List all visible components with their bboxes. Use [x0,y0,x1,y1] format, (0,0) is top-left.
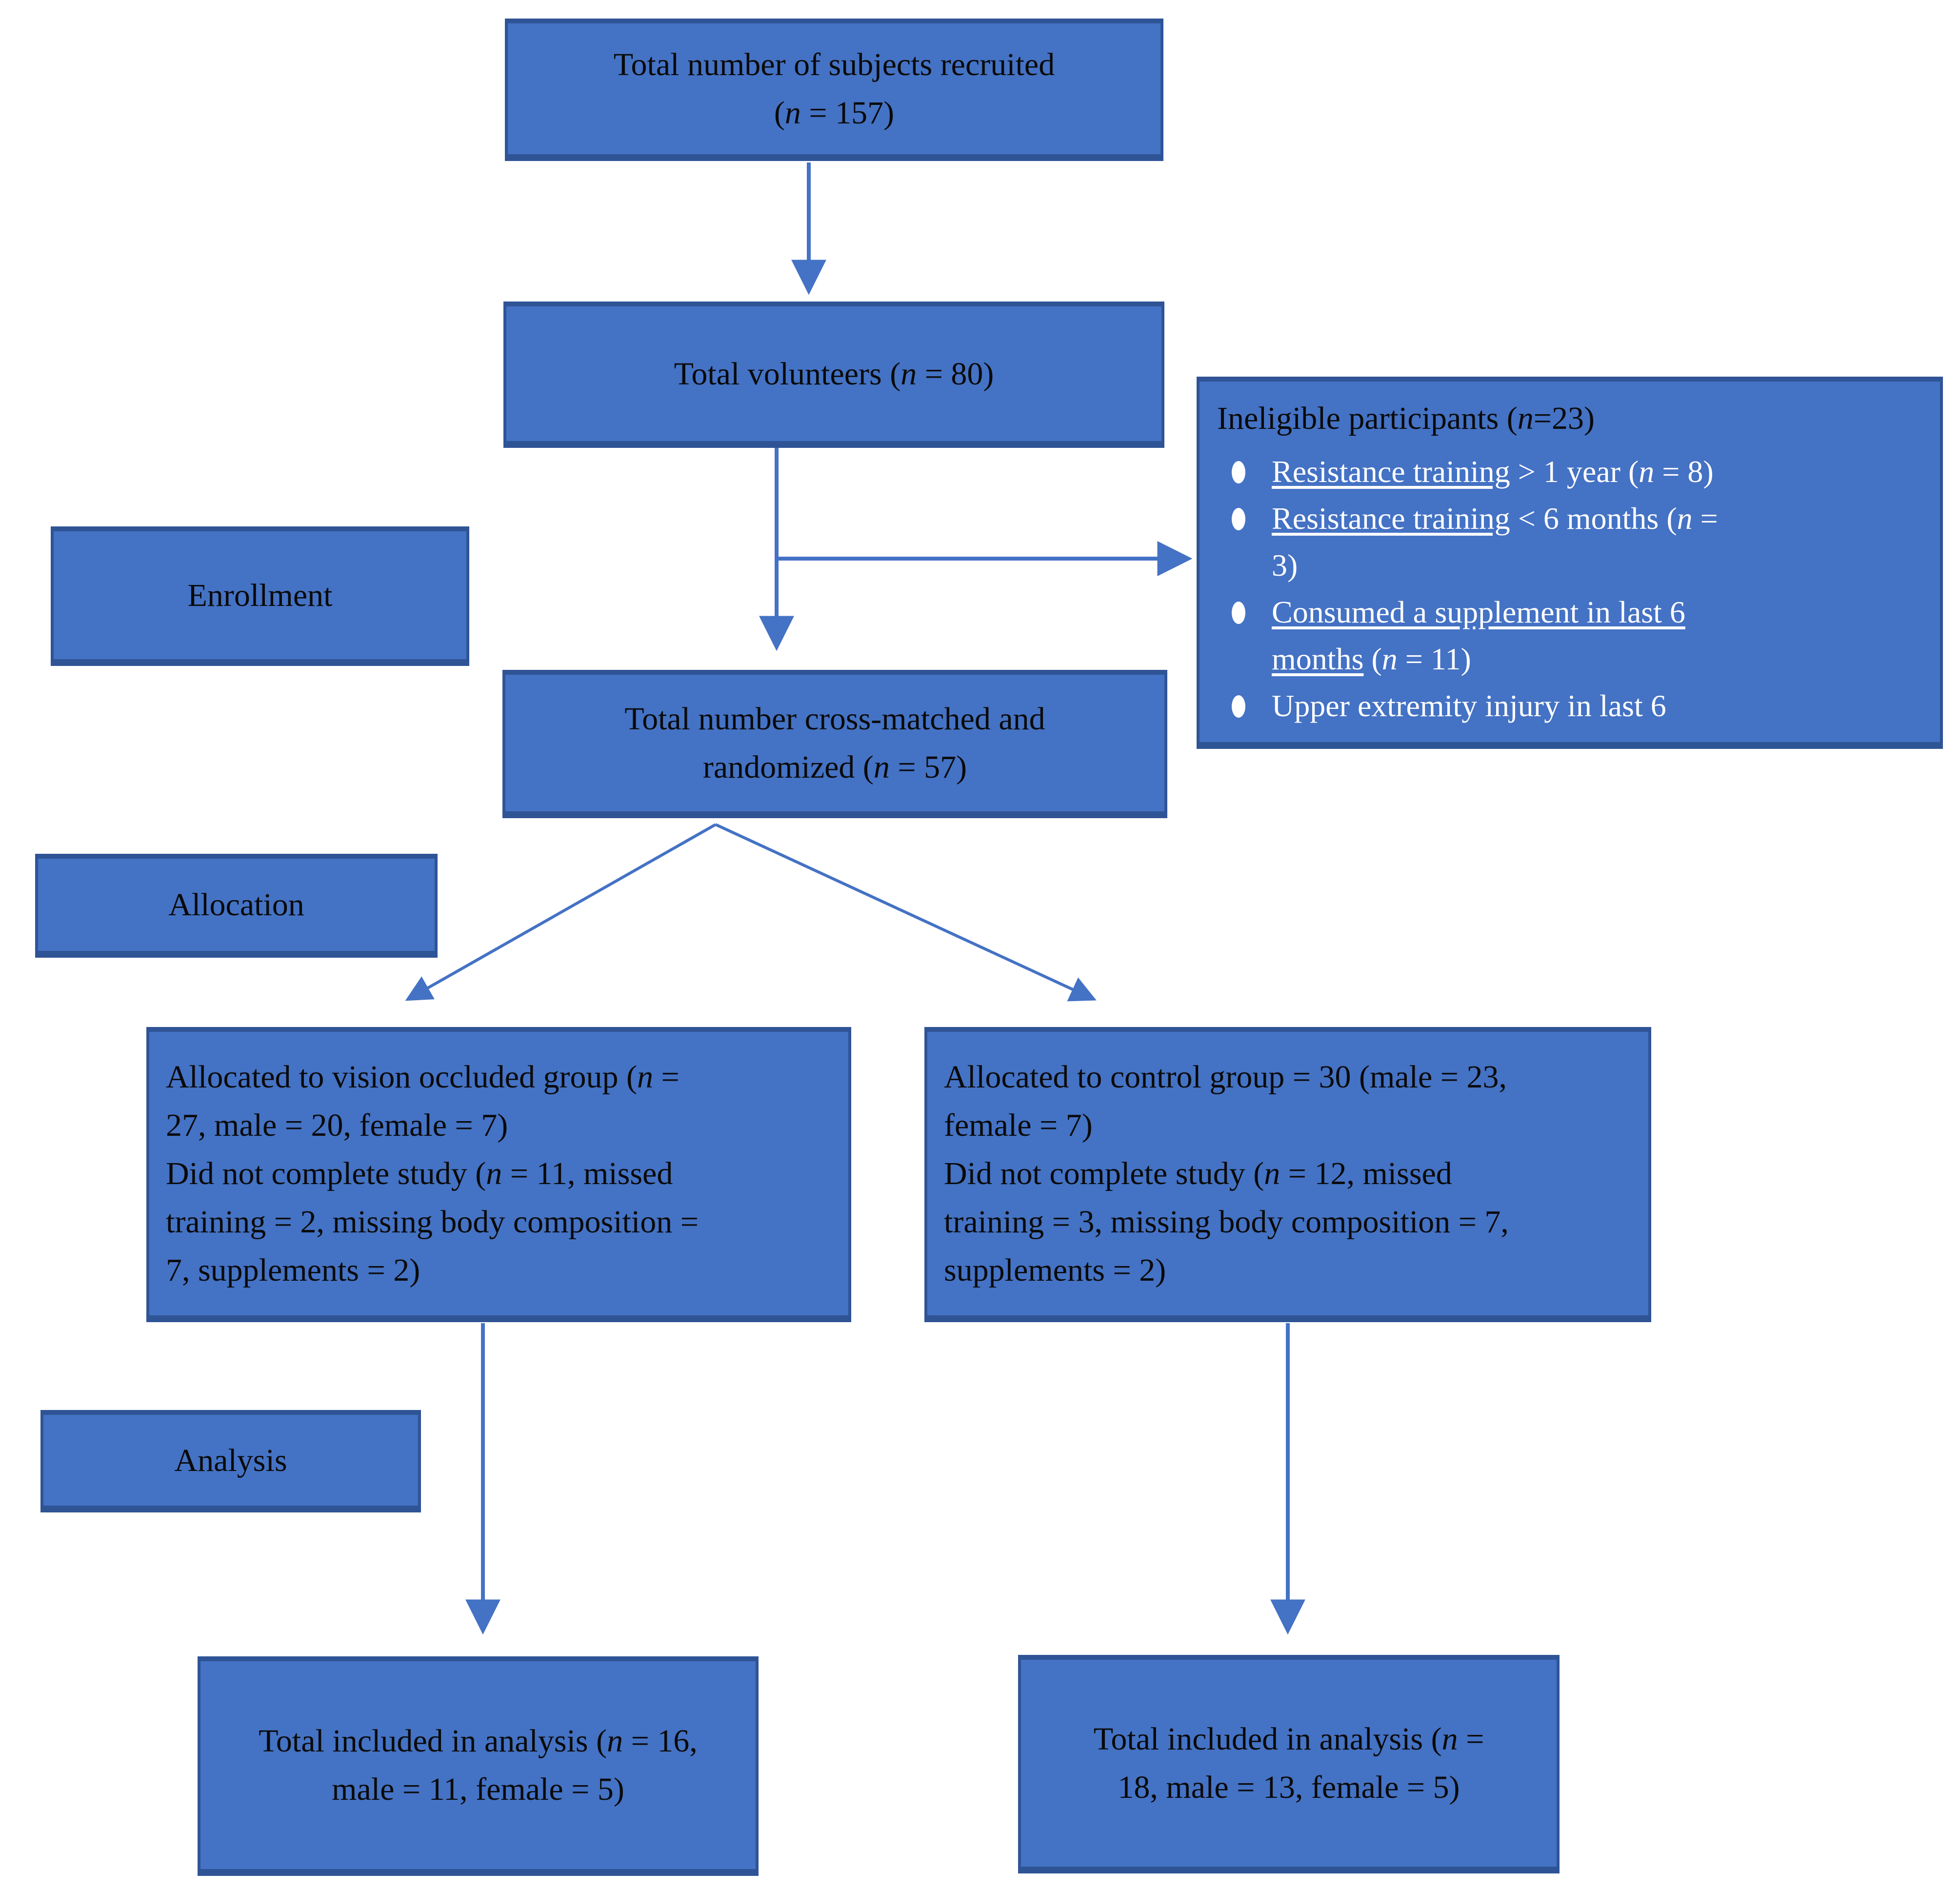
volunteers-text: Total volunteers (n = 80) [674,356,994,392]
stage-analysis: Analysis [40,1410,421,1512]
connector-randomized-control [715,823,1097,1002]
ineligible-item: Upper extremity injury in last 6 [1217,683,1718,729]
connector-randomized-occluded [405,823,717,1001]
allocated-control-text: Allocated to control group = 30 (male = … [944,1059,1509,1288]
box-allocated-occluded: Allocated to vision occluded group (n =2… [146,1027,851,1322]
allocation-label: Allocation [168,887,304,923]
box-ineligible: Ineligible participants (n=23) Resistanc… [1197,377,1943,749]
analysis-control-text: Total included in analysis (n =18, male … [1093,1721,1484,1805]
analysis-label: Analysis [174,1442,287,1478]
ineligible-item: Resistance training > 1 year (n = 8) [1217,448,1718,495]
allocated-occluded-text: Allocated to vision occluded group (n =2… [166,1059,699,1288]
box-volunteers: Total volunteers (n = 80) [503,302,1164,448]
box-analysis-control: Total included in analysis (n =18, male … [1018,1655,1560,1873]
stage-allocation: Allocation [35,854,438,958]
recruited-text: Total number of subjects recruited(n = 1… [613,47,1055,131]
ineligible-list: Resistance training > 1 year (n = 8)Resi… [1217,448,1718,729]
analysis-occluded-text: Total included in analysis (n = 16,male … [259,1723,698,1807]
ineligible-title: Ineligible participants (n=23) [1217,401,1595,436]
box-recruited: Total number of subjects recruited(n = 1… [505,19,1163,161]
enrollment-label: Enrollment [187,577,333,613]
ineligible-item: Resistance training < 6 months (n =3) [1217,495,1718,589]
box-allocated-control: Allocated to control group = 30 (male = … [924,1027,1651,1322]
stage-enrollment: Enrollment [51,526,469,666]
box-analysis-occluded: Total included in analysis (n = 16,male … [198,1656,759,1876]
